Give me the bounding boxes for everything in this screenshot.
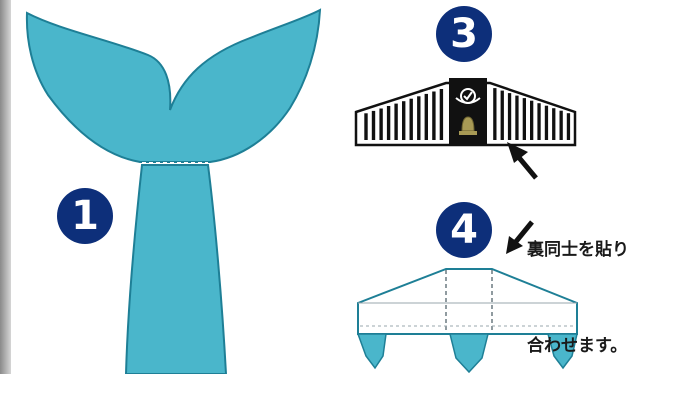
step-number-3: 3 bbox=[436, 6, 492, 62]
wing-stripe bbox=[417, 96, 421, 140]
wing-stripe bbox=[493, 88, 497, 140]
part-1-tail bbox=[25, 8, 322, 374]
wing-stripe bbox=[559, 110, 563, 140]
bell-icon bbox=[461, 116, 475, 132]
wing-stripe bbox=[379, 108, 383, 140]
instruction-caption: 裏同士を貼り 合わせます。 bbox=[527, 170, 629, 394]
wing-stripe bbox=[500, 90, 504, 140]
arrow-to-part-3 bbox=[507, 142, 538, 180]
wing-stripe bbox=[537, 103, 541, 140]
foot-center bbox=[449, 333, 489, 374]
wing-stripes-left bbox=[364, 89, 444, 140]
wing-stripe bbox=[515, 95, 519, 140]
caption-line-2: 合わせます。 bbox=[527, 336, 628, 356]
foot-left bbox=[356, 333, 387, 370]
arrowhead-down bbox=[506, 236, 523, 254]
wing-stripe bbox=[424, 93, 428, 140]
wing-stripe bbox=[544, 105, 549, 140]
wing-stripe bbox=[386, 106, 391, 140]
step-number-4: 4 bbox=[436, 202, 492, 258]
part-4-assembly bbox=[356, 268, 578, 374]
check-icon-arms bbox=[455, 97, 481, 104]
wing-stripe bbox=[439, 89, 444, 140]
bell-icon-base bbox=[459, 131, 477, 135]
tail-fin bbox=[25, 8, 322, 163]
wing-stripe bbox=[432, 91, 436, 140]
arrowhead-up bbox=[507, 142, 528, 163]
arrow-to-part-4 bbox=[506, 220, 534, 254]
page-edge-shadow bbox=[0, 0, 11, 374]
wing-stripe bbox=[530, 100, 534, 140]
wing-stripe bbox=[409, 98, 413, 140]
wing-stripe bbox=[566, 113, 571, 140]
wing-stripe bbox=[552, 108, 556, 140]
wing-stripe bbox=[507, 93, 512, 140]
wing-stripe bbox=[364, 113, 368, 140]
check-icon-mark bbox=[463, 91, 473, 101]
wing-stripe bbox=[394, 103, 398, 140]
part-3-wing bbox=[354, 78, 577, 147]
wing-stripe bbox=[522, 98, 526, 140]
wing-stripe bbox=[402, 101, 406, 140]
wing-stripes-right bbox=[493, 88, 571, 140]
caption-line-1: 裏同士を貼り bbox=[527, 240, 629, 260]
wing-stripe bbox=[371, 110, 376, 140]
folding-diagram bbox=[25, 8, 578, 374]
foot-right bbox=[547, 333, 578, 370]
tail-stem bbox=[124, 164, 228, 374]
step-number-1: 1 bbox=[57, 188, 113, 244]
